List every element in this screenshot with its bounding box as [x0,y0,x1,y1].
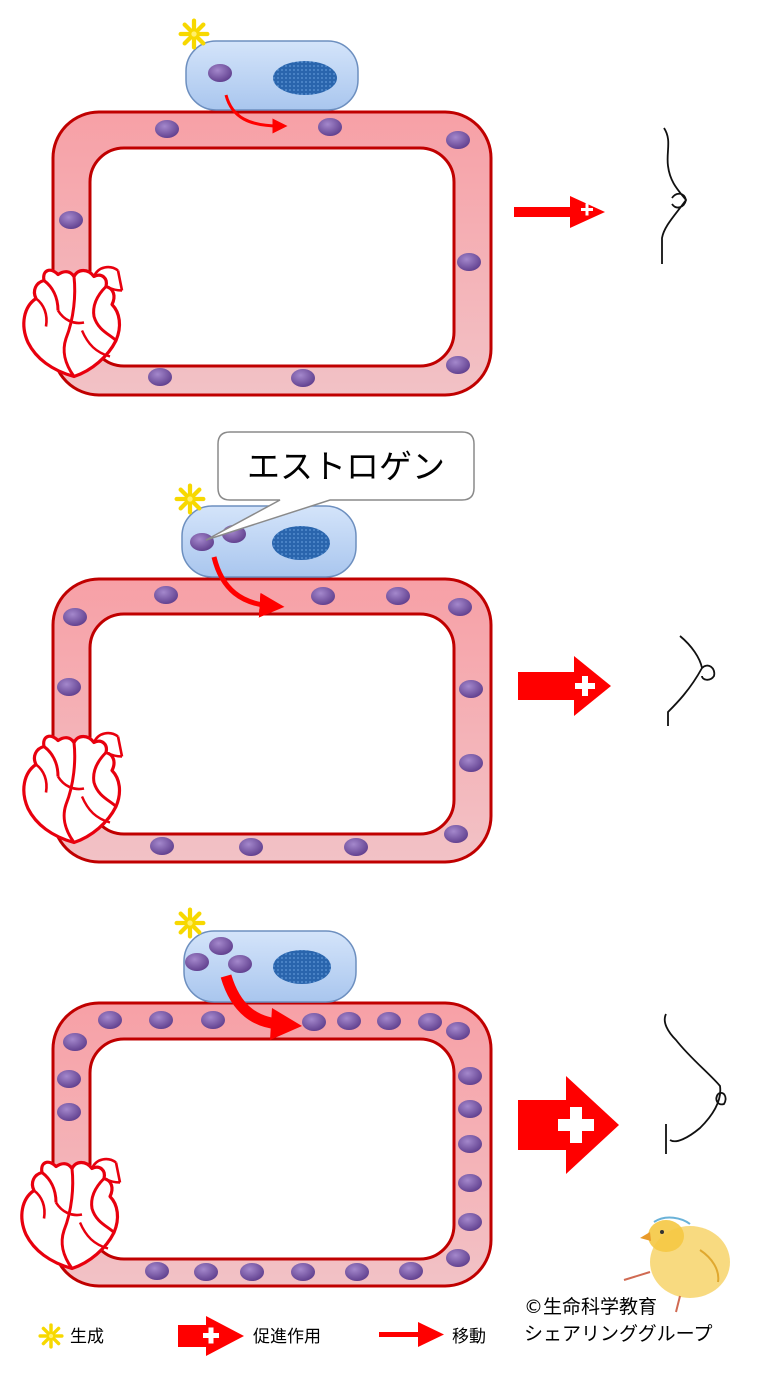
estrogen-molecule [448,598,472,616]
estrogen-molecule [446,131,470,149]
estrogen-molecule [337,1012,361,1030]
estrogen-molecule [444,825,468,843]
estrogen-molecule [458,1174,482,1192]
estrogen-molecule [194,1263,218,1281]
generation-star-icon [177,486,204,513]
estrogen-molecule [291,369,315,387]
estrogen-molecule [291,1263,315,1281]
estrogen-molecule [399,1262,423,1280]
estrogen-molecule [150,837,174,855]
promotion-arrow-small [514,196,605,228]
generation-star-icon [181,21,208,48]
estrogen-molecule [458,1135,482,1153]
estrogen-molecule [148,368,172,386]
estrogen-molecule [145,1262,169,1280]
estrogen-molecule [458,1067,482,1085]
circulating-estrogen [57,1011,482,1281]
breast-profile-medium [667,635,716,726]
credit-line-2: シェアリンググループ [524,1323,712,1345]
estrogen-molecule [149,1011,173,1029]
vessel-lumen [88,146,456,368]
estrogen-molecule [63,1033,87,1051]
estrogen-molecule [457,253,481,271]
movement-legend-arrow-icon [379,1322,444,1347]
estrogen-molecule [345,1263,369,1281]
estrogen-molecule [57,1070,81,1088]
estrogen-molecule [458,1100,482,1118]
estrogen-molecule [418,1013,442,1031]
promotion-legend-arrow-icon [178,1316,244,1356]
callout-label: エストロゲン [247,447,445,486]
stage-3 [20,910,727,1288]
estrogen-molecule [446,356,470,374]
legend: 生成 促進作用 移動 [38,1316,486,1356]
cell-nucleus [273,950,331,984]
generation-star-icon [177,910,204,937]
estrogen-callout: エストロゲン [205,431,475,541]
chick-mascot [623,1216,730,1313]
estrogen-molecule [63,608,87,626]
estrogen-molecule [302,1013,326,1031]
legend-generation-label: 生成 [70,1327,104,1347]
estrogen-molecule [59,211,83,229]
stage-1 [22,21,688,397]
breast-profile-small [661,127,688,264]
vessel-lumen [88,612,456,836]
generation-star-icon [38,1323,64,1349]
estrogen-in-cell [190,533,214,551]
estrogen-molecule [57,1103,81,1121]
cell-nucleus [272,526,330,560]
estrogen-in-cell [208,64,232,82]
estrogen-in-cell [209,937,233,955]
estrogen-molecule [459,754,483,772]
estrogen-molecule [240,1263,264,1281]
estrogen-molecule [459,680,483,698]
estrogen-molecule [311,587,335,605]
credit-line-1: ©生命科学教育 [524,1296,657,1318]
breast-profile-large [663,1013,727,1154]
stage-2: エストロゲン [22,431,716,864]
estrogen-molecule [446,1022,470,1040]
movement-arrow [211,556,285,618]
legend-movement-label: 移動 [452,1327,486,1347]
estrogen-molecule [446,1249,470,1267]
estrogen-molecule [239,838,263,856]
estrogen-molecule [57,678,81,696]
vessel-lumen [88,1037,456,1261]
estrogen-molecule [377,1012,401,1030]
promotion-arrow-medium [518,656,611,716]
movement-arrow [224,94,288,134]
estrogen-molecule [318,118,342,136]
estrogen-molecule [154,586,178,604]
estrogen-in-cell [228,955,252,973]
promotion-arrow-large [518,1076,619,1174]
estrogen-molecule [386,587,410,605]
circulating-estrogen [57,586,483,856]
cell-nucleus [273,61,337,95]
estrogen-molecule [155,120,179,138]
estrogen-molecule [344,838,368,856]
movement-arrow [220,974,302,1040]
legend-promotion-label: 促進作用 [253,1327,321,1347]
estrogen-molecule [98,1011,122,1029]
estrogen-molecule [458,1213,482,1231]
estrogen-molecule [201,1011,225,1029]
estrogen-in-cell [185,953,209,971]
circulating-estrogen [59,118,481,387]
